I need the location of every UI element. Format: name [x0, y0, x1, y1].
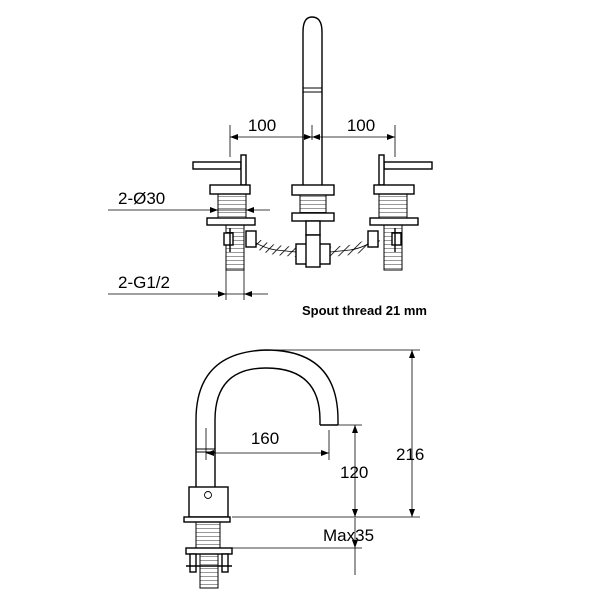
- side-base: [183, 486, 233, 589]
- side-elevation: 160 120 216 Max35: [183, 349, 424, 589]
- dim-reach-label: 160: [251, 429, 279, 448]
- hose-assembly: [245, 230, 381, 268]
- front-elevation: 100 100 2-Ø30 2-G1/2: [108, 16, 433, 300]
- dim-total-height: 216: [268, 349, 424, 518]
- dim-spacing-right-label: 100: [347, 116, 375, 135]
- dim-spacing: 100 100: [229, 116, 396, 157]
- dim-spacing-left-label: 100: [248, 116, 276, 135]
- dim-max-deck-label: Max35: [323, 526, 374, 545]
- gooseneck-spout: [195, 349, 339, 487]
- spout-tube: [302, 16, 323, 185]
- right-valve: [369, 154, 433, 271]
- dim-max-deck: Max35: [230, 518, 374, 575]
- dim-diameter-label: 2-Ø30: [118, 189, 165, 208]
- spout-base: [291, 184, 335, 236]
- left-valve: [192, 154, 256, 271]
- dim-thread-label: 2-G1/2: [118, 273, 170, 292]
- dim-diameter: 2-Ø30: [108, 189, 270, 213]
- dim-outlet-height-label: 120: [340, 463, 368, 482]
- spout-thread-note: Spout thread 21 mm: [302, 303, 427, 318]
- dim-thread: 2-G1/2: [108, 270, 268, 300]
- dim-total-height-label: 216: [396, 445, 424, 464]
- dim-reach: 160: [205, 428, 330, 460]
- dim-outlet-height: 120: [232, 424, 368, 518]
